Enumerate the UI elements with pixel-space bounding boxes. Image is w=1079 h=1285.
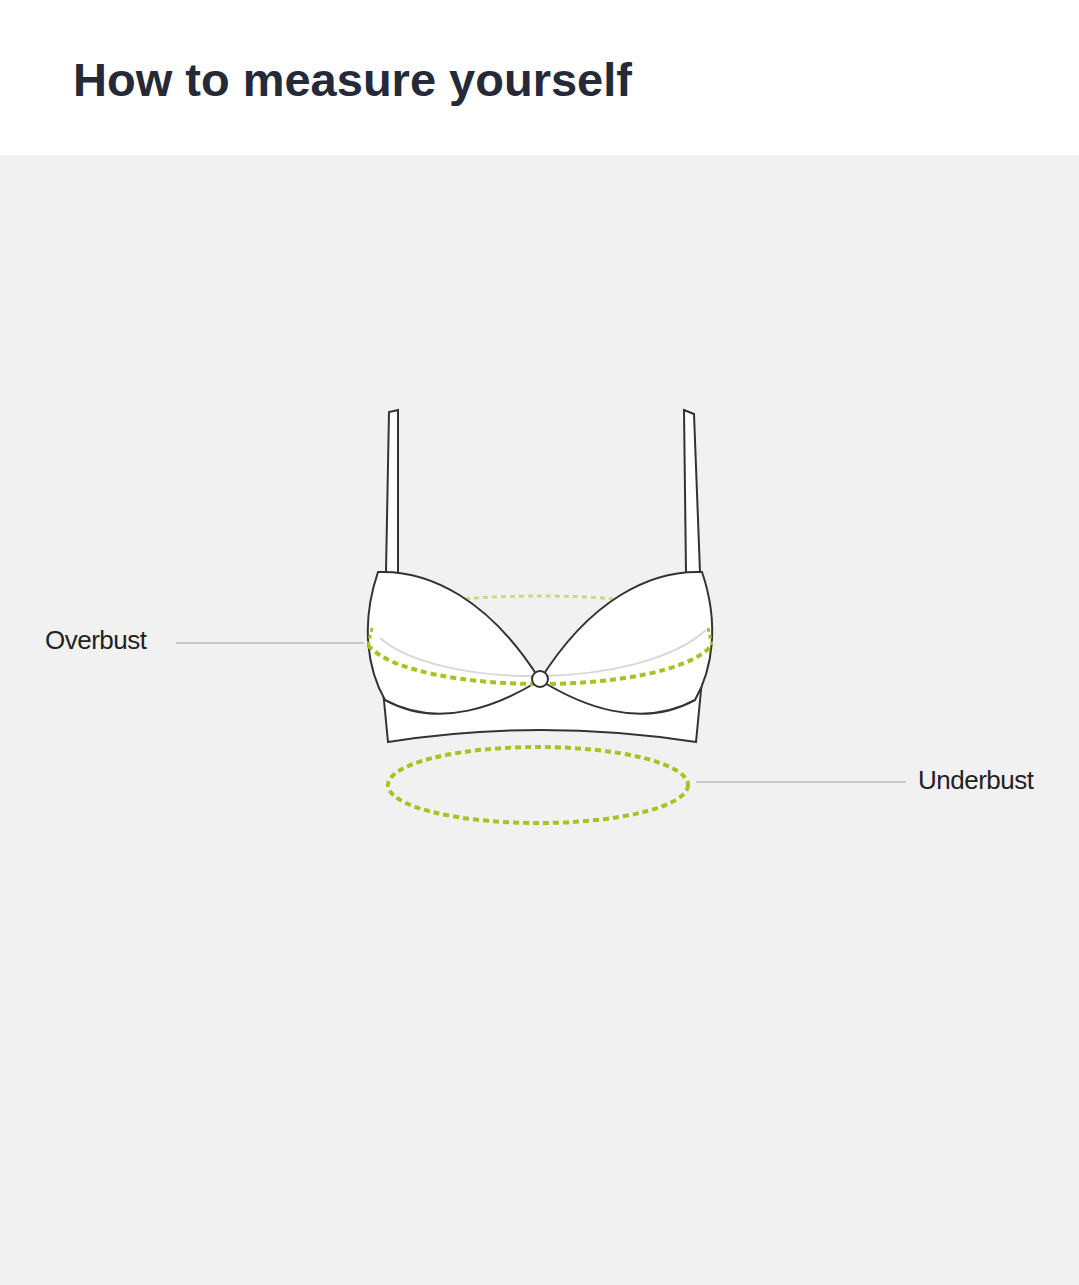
measure-label: Underbust	[918, 765, 1033, 796]
page-title: How to measure yourself	[73, 52, 632, 107]
leader-line	[696, 781, 906, 783]
left-strap	[386, 410, 398, 572]
left-cup	[368, 572, 540, 714]
right-cup	[540, 572, 712, 714]
leader-line	[176, 642, 364, 644]
right-strap	[684, 410, 700, 572]
center-ring	[532, 671, 548, 687]
underbust-ellipse	[388, 747, 688, 823]
overbust-sides	[368, 628, 712, 645]
measure-label: Overbust	[45, 625, 147, 656]
cup-inner-line	[380, 630, 706, 676]
